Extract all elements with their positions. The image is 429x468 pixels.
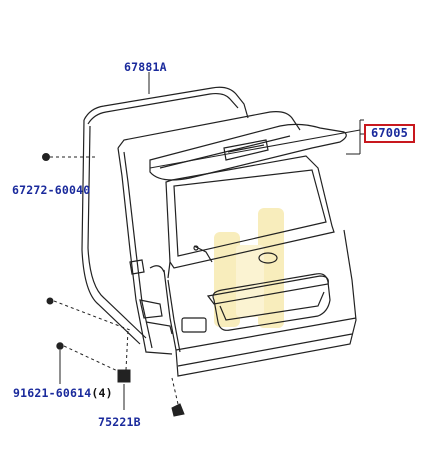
bolt-top-icon (46, 297, 54, 305)
bracket-75221b-icon (117, 369, 131, 383)
bolt-91621-icon (56, 342, 64, 350)
stopper-icon (171, 403, 185, 417)
weatherstrip-outline (81, 86, 249, 345)
leader-lines (50, 72, 364, 410)
door-panel (117, 111, 357, 377)
part-label-67881a[interactable]: 67881A (124, 60, 167, 74)
part-label-67005[interactable]: 67005 (364, 124, 415, 143)
part-label-91621-60614-group[interactable]: 91621-60614(4) (13, 386, 113, 400)
hardware-parts (42, 153, 185, 417)
watermark-logo (214, 208, 284, 328)
part-label-75221b[interactable]: 75221B (98, 415, 141, 429)
part-label-67272-60040[interactable]: 67272-60040 (12, 183, 91, 197)
clip-67272-icon (42, 153, 50, 161)
part-label-91621-60614: 91621-60614 (13, 386, 92, 400)
part-quantity: (4) (91, 386, 113, 400)
